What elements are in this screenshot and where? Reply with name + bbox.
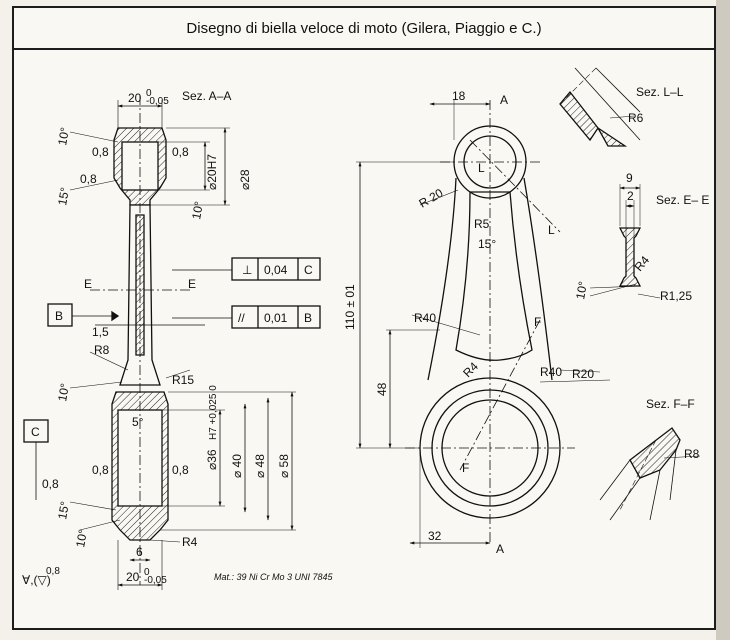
aa-r4: R4 bbox=[182, 535, 198, 549]
section-ee-label: Sez. E– E bbox=[656, 193, 709, 207]
front-sec-a-top: A bbox=[500, 93, 508, 107]
front-dim-48: 48 bbox=[375, 382, 389, 396]
aa-chamfer-right-b: 0,8 bbox=[172, 463, 189, 477]
tol-par-symbol: // bbox=[238, 311, 245, 325]
aa-top-width: 20 bbox=[128, 91, 142, 105]
ee-dim-2: 2 bbox=[627, 189, 634, 203]
aa-big-d48: ⌀ 48 bbox=[253, 454, 267, 478]
roughness-symbol: ∀,(▽) bbox=[22, 573, 51, 587]
aa-rough-a: 0,8 bbox=[80, 172, 97, 186]
aa-bottom-width: 20 bbox=[126, 570, 140, 584]
tol-par-ref: B bbox=[304, 311, 312, 325]
front-r40a: R40 bbox=[414, 311, 436, 325]
front-dim-32: 32 bbox=[428, 529, 442, 543]
front-sec-l1: L bbox=[478, 161, 485, 175]
tol-perp-ref: C bbox=[304, 263, 313, 277]
front-angle-15: 15° bbox=[478, 237, 496, 251]
section-ll-label: Sez. L–L bbox=[636, 85, 684, 99]
page-edge bbox=[716, 0, 730, 640]
aa-angle-10b: 10° bbox=[189, 200, 206, 221]
aa-big-bore: ⌀36 bbox=[205, 449, 219, 470]
material-note: Mat.: 39 Ni Cr Mo 3 UNI 7845 bbox=[214, 572, 334, 582]
ff-r8: R8 bbox=[684, 447, 700, 461]
aa-top-width-tol: 0 bbox=[146, 88, 152, 99]
aa-dim-6: 6 bbox=[136, 545, 143, 559]
front-r20b: R20 bbox=[572, 367, 594, 381]
ee-angle-10: 10° bbox=[573, 280, 590, 300]
aa-top-width-tol2: -0,05 bbox=[146, 96, 169, 107]
section-ff-label: Sez. F–F bbox=[646, 397, 695, 411]
aa-chamfer-left: 0,8 bbox=[92, 145, 109, 159]
section-aa-label: Sez. A–A bbox=[182, 89, 231, 103]
roughness-value: 0,8 bbox=[46, 566, 60, 577]
aa-bottom-width-tol2: -0,05 bbox=[144, 575, 167, 586]
front-view bbox=[356, 100, 611, 548]
aa-bottom-width-tol: 0 bbox=[144, 567, 150, 578]
aa-big-d40: ⌀ 40 bbox=[230, 454, 244, 478]
aa-angle-10d: 10° bbox=[73, 528, 90, 549]
aa-r8: R8 bbox=[94, 343, 110, 357]
front-sec-l2: L bbox=[548, 223, 555, 237]
aa-chamfer-left-b: 0,8 bbox=[92, 463, 109, 477]
aa-angle-15b: 15° bbox=[55, 500, 72, 520]
aa-small-bore: ⌀20H7 bbox=[205, 154, 219, 190]
aa-r15: R15 bbox=[172, 373, 194, 387]
ee-r125: R1,25 bbox=[660, 289, 692, 303]
aa-dim-15: 1,5 bbox=[92, 325, 109, 339]
aa-angle-5: 5° bbox=[132, 415, 144, 429]
datum-c: C bbox=[31, 425, 40, 439]
front-dim-110: 110 ± 01 bbox=[343, 284, 357, 330]
aa-angle-10c: 10° bbox=[55, 382, 72, 402]
front-r5: R5 bbox=[474, 217, 490, 231]
section-aa-view bbox=[23, 95, 321, 590]
aa-section-e-right: E bbox=[188, 277, 196, 291]
drawing-title: Disegno di biella veloce di moto (Gilera… bbox=[14, 8, 714, 50]
aa-angle-10a: 10° bbox=[55, 126, 72, 146]
front-dim-18: 18 bbox=[452, 89, 466, 103]
front-sec-f2: F bbox=[462, 461, 469, 475]
front-sec-a-bot: A bbox=[496, 542, 504, 556]
tol-perp-symbol: ⊥ bbox=[242, 263, 252, 277]
aa-rough-b: 0,8 bbox=[42, 477, 59, 491]
tol-perp-value: 0,04 bbox=[264, 263, 288, 277]
ee-r4: R4 bbox=[632, 253, 653, 274]
aa-angle-15a: 15° bbox=[55, 186, 72, 207]
datum-b: B bbox=[55, 309, 63, 323]
front-r4: R4 bbox=[460, 359, 481, 380]
aa-big-d58: ⌀ 58 bbox=[277, 454, 291, 478]
aa-chamfer-right: 0,8 bbox=[172, 145, 189, 159]
front-sec-f1: F bbox=[534, 315, 541, 329]
ee-dim-9: 9 bbox=[626, 171, 633, 185]
front-r40b: R40 bbox=[540, 365, 562, 379]
front-r20a: R 20 bbox=[417, 186, 446, 211]
ll-r6: R6 bbox=[628, 111, 644, 125]
aa-big-bore-tol: H7 +0,025 0 bbox=[208, 385, 219, 440]
aa-section-e-left: E bbox=[84, 277, 92, 291]
aa-small-outer: ⌀28 bbox=[238, 169, 252, 190]
section-ff-view bbox=[599, 427, 701, 521]
section-ll-view bbox=[559, 67, 641, 147]
tol-par-value: 0,01 bbox=[264, 311, 288, 325]
section-ee-view bbox=[589, 184, 661, 299]
